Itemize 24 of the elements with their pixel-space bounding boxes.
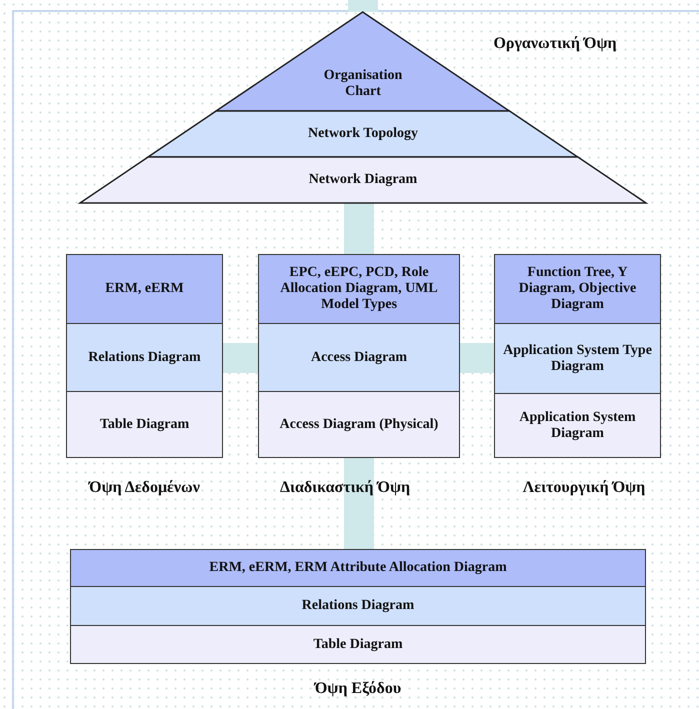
connector-bar — [344, 458, 374, 549]
layer-band: ERM, eERM — [66, 254, 223, 324]
layer-band: Application System Diagram — [494, 394, 661, 458]
layer-band: Application System Type Diagram — [494, 324, 661, 394]
layer-band: Access Diagram (Physical) — [258, 392, 460, 458]
view-heading: Όψη Δεδομένων — [87, 478, 201, 498]
layer-band: Access Diagram — [258, 324, 460, 392]
layer-band: Table Diagram — [66, 392, 223, 458]
layer-band: EPC, eEPC, PCD, Role Allocation Diagram, UML Model Types — [258, 254, 460, 324]
layer-band: Function Tree, Y Diagram, Objective Diagram — [494, 254, 661, 324]
view-heading: Όψη Εξόδου — [312, 679, 402, 699]
connector-bar — [344, 203, 374, 254]
connector-bar — [460, 343, 494, 373]
connector-bar — [348, 0, 378, 12]
view-heading: Οργανωτική Όψη — [492, 34, 618, 54]
view-heading: Διαδικαστική Όψη — [278, 478, 412, 498]
layer-band: Relations Diagram — [66, 324, 223, 392]
layer-band: Table Diagram — [70, 626, 646, 664]
layer-band: Relations Diagram — [70, 587, 646, 626]
pyramid-layer: Network Diagram — [80, 157, 646, 203]
pyramid-layer: Network Topology — [148, 111, 578, 157]
layer-band: ERM, eERM, ERM Attribute Allocation Diagram — [70, 549, 646, 587]
connector-bar — [223, 343, 258, 373]
view-heading: Λειτουργική Όψη — [522, 478, 646, 498]
